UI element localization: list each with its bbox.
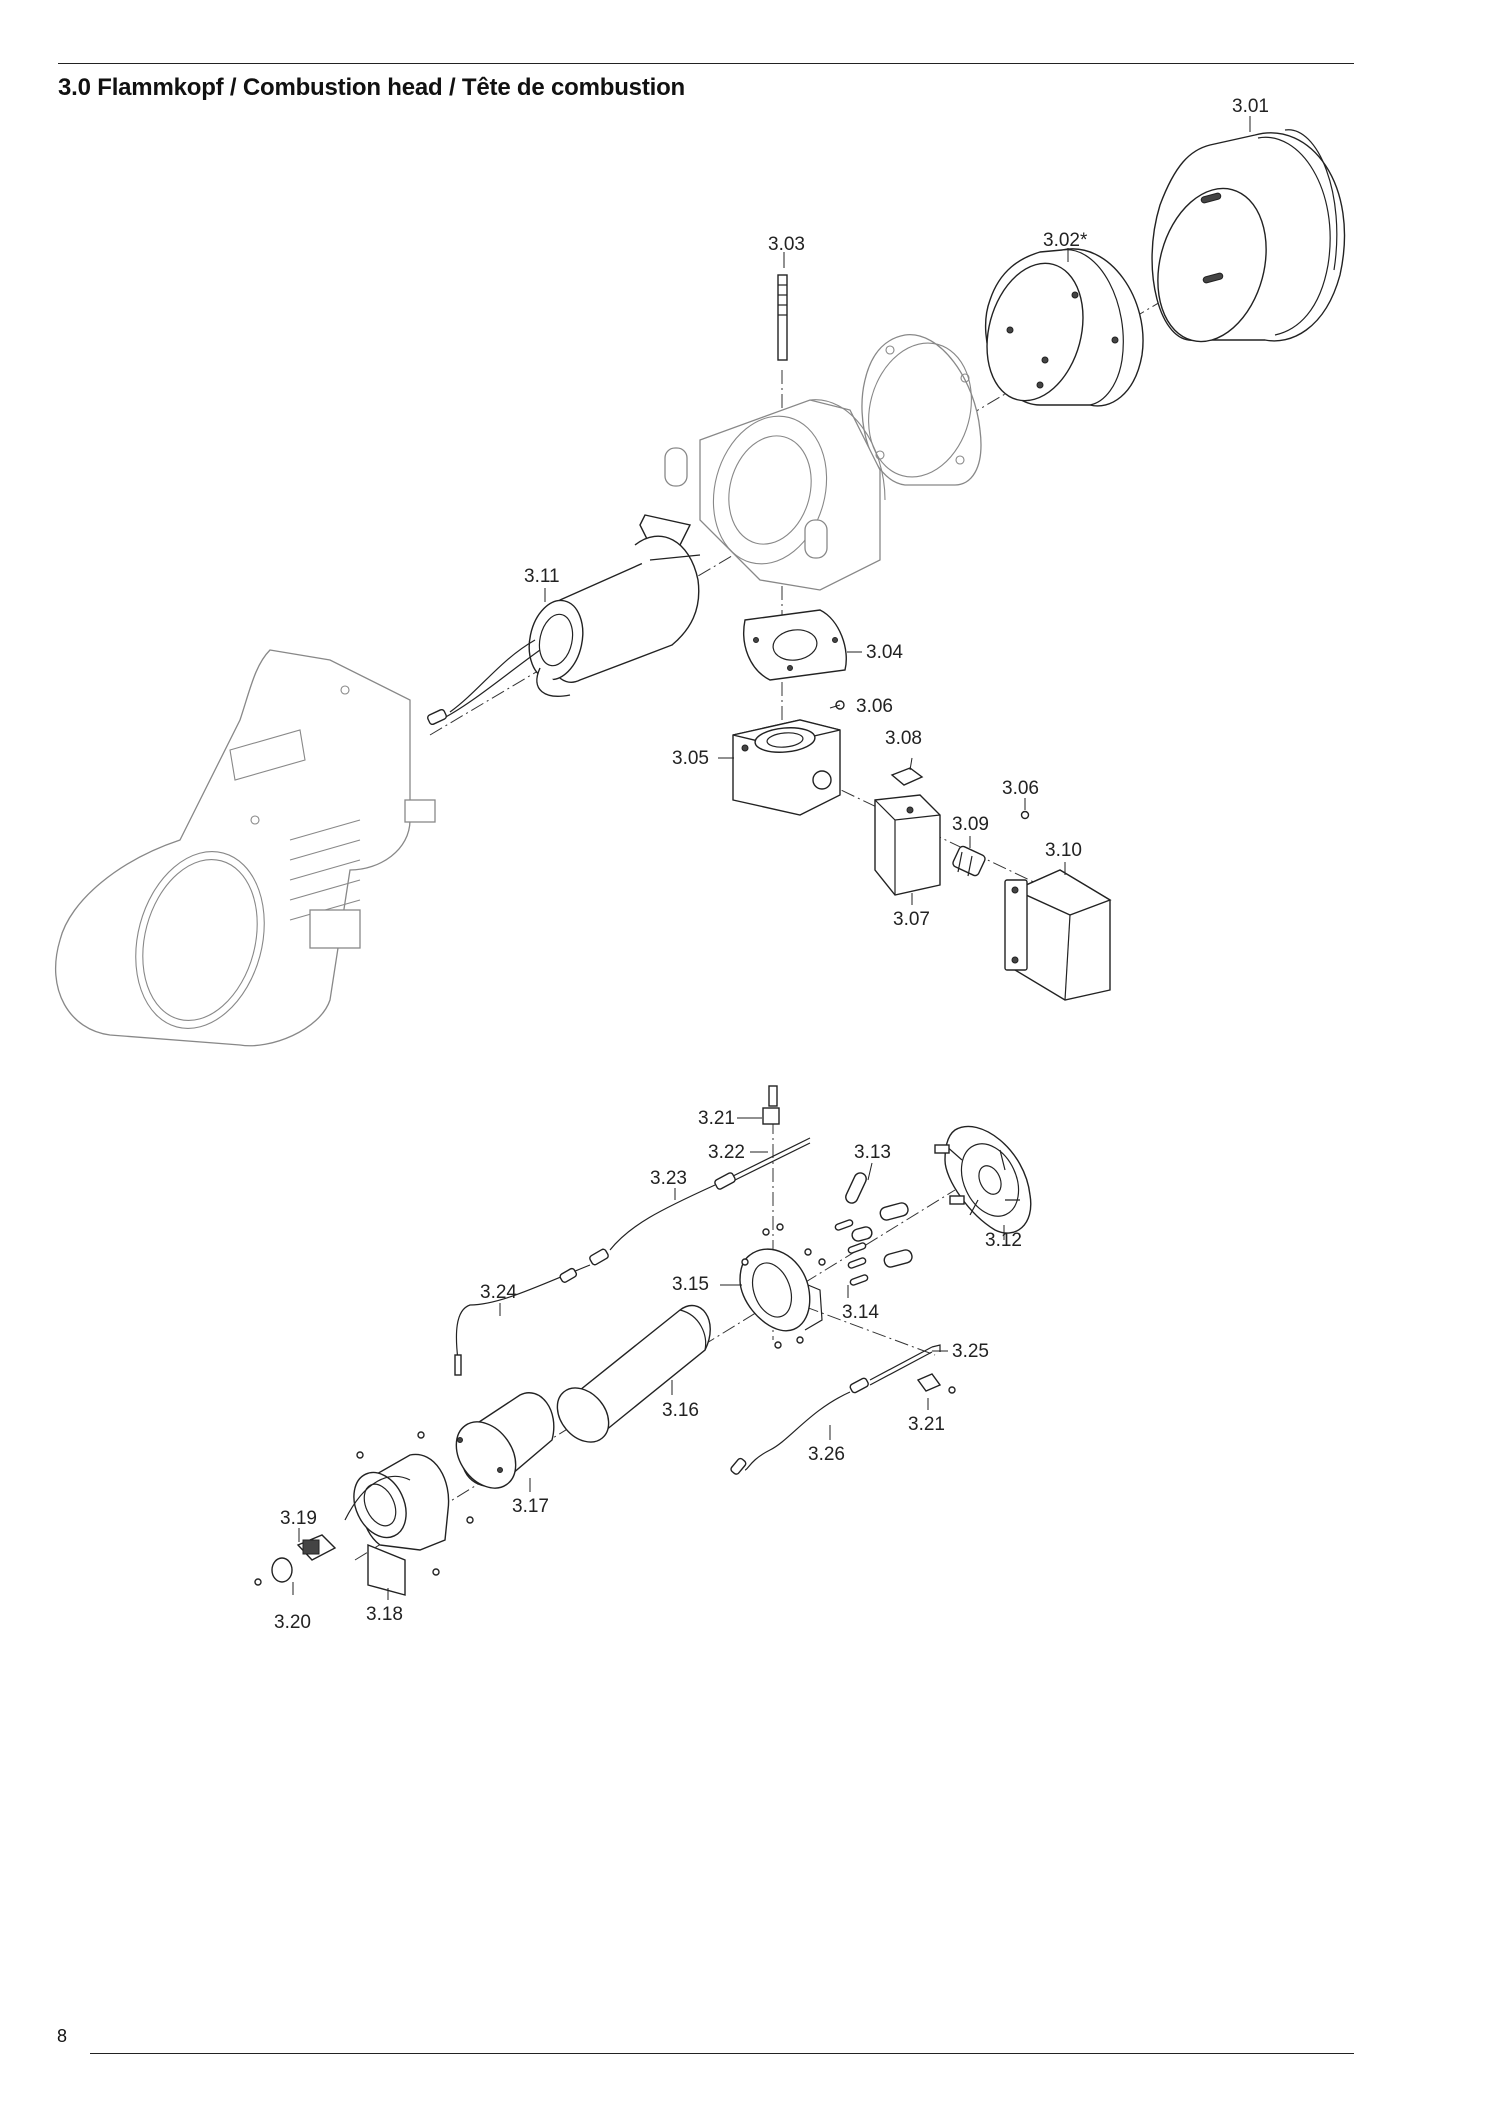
- label-3-11: 3.11: [524, 566, 560, 587]
- label-3-24: 3.24: [480, 1282, 517, 1303]
- leader-lines: [292, 116, 1251, 1600]
- label-3-14: 3.14: [842, 1302, 879, 1323]
- part-3-06-screw-b: [1020, 810, 1030, 820]
- part-3-14-pins: [834, 1219, 869, 1286]
- flange-gasket: [861, 334, 982, 486]
- label-3-26: 3.26: [808, 1444, 845, 1465]
- part-3-18-end-housing: [344, 1431, 474, 1596]
- part-3-22-electrode: [724, 1137, 811, 1186]
- bottom-rule: [90, 2053, 1354, 2054]
- part-3-09-coupling: [952, 845, 986, 877]
- label-3-25: 3.25: [952, 1341, 989, 1362]
- label-3-03: 3.03: [768, 234, 805, 255]
- label-3-23: 3.23: [650, 1168, 687, 1189]
- label-3-09: 3.09: [952, 814, 989, 835]
- part-3-26-cable: [730, 1377, 869, 1475]
- part-3-24-cable: [454, 1264, 591, 1376]
- part-3-25-ignition-electrode: [869, 1344, 941, 1386]
- part-3-04-plate: [743, 609, 847, 681]
- label-3-12: 3.12: [985, 1230, 1022, 1251]
- fan-housing: [55, 649, 436, 1047]
- part-3-21-clamp-b: [916, 1373, 956, 1394]
- label-3-21-a: 3.21: [698, 1108, 735, 1129]
- part-3-02-flame-tube: [984, 248, 1144, 407]
- part-3-05-gas-housing: [732, 719, 841, 816]
- part-3-12-baffle-disc: [934, 1125, 1032, 1234]
- label-3-22: 3.22: [708, 1142, 745, 1163]
- part-3-16-mixing-tube: [556, 1304, 711, 1443]
- label-3-21-b: 3.21: [908, 1414, 945, 1435]
- part-3-15-gas-head: [739, 1223, 826, 1349]
- part-3-21-clamp-a: [762, 1085, 780, 1125]
- label-3-04: 3.04: [866, 642, 903, 663]
- burner-housing: [664, 399, 886, 591]
- label-3-06-b: 3.06: [1002, 778, 1039, 799]
- label-3-20: 3.20: [274, 1612, 311, 1633]
- part-3-17-tube: [455, 1392, 555, 1489]
- part-labels: 3.01 3.02* 3.03 3.04 3.05 3.06 3.06 3.07…: [274, 96, 1269, 1633]
- label-3-10: 3.10: [1045, 840, 1082, 861]
- label-3-07: 3.07: [893, 909, 930, 930]
- page-title: 3.0 Flammkopf / Combustion head / Tête d…: [58, 74, 686, 101]
- label-3-17: 3.17: [512, 1496, 549, 1517]
- part-3-20-sight-glass: [254, 1557, 293, 1586]
- top-rule: [58, 63, 1354, 64]
- label-3-13: 3.13: [854, 1142, 891, 1163]
- label-3-08: 3.08: [885, 728, 922, 749]
- part-3-11-mixing-device: [427, 514, 701, 726]
- page-number: 8: [57, 2026, 68, 2046]
- label-3-16: 3.16: [662, 1400, 699, 1421]
- part-3-10-servomotor: [1004, 869, 1112, 1001]
- part-3-01-blast-tube: [1151, 129, 1346, 343]
- label-3-02: 3.02*: [1043, 230, 1088, 251]
- label-3-06-a: 3.06: [856, 696, 893, 717]
- label-3-01: 3.01: [1232, 96, 1269, 117]
- label-3-05: 3.05: [672, 748, 709, 769]
- label-3-15: 3.15: [672, 1274, 709, 1295]
- part-3-08-pad: [890, 767, 924, 786]
- part-3-07-bracket: [874, 794, 941, 896]
- part-3-23-cable: [589, 1172, 736, 1266]
- part-3-03-stud: [777, 274, 788, 361]
- part-3-19-sight-glass-holder: [296, 1534, 337, 1561]
- part-3-13-sleeve: [845, 1172, 913, 1268]
- label-3-18: 3.18: [366, 1604, 403, 1625]
- label-3-19: 3.19: [280, 1508, 317, 1529]
